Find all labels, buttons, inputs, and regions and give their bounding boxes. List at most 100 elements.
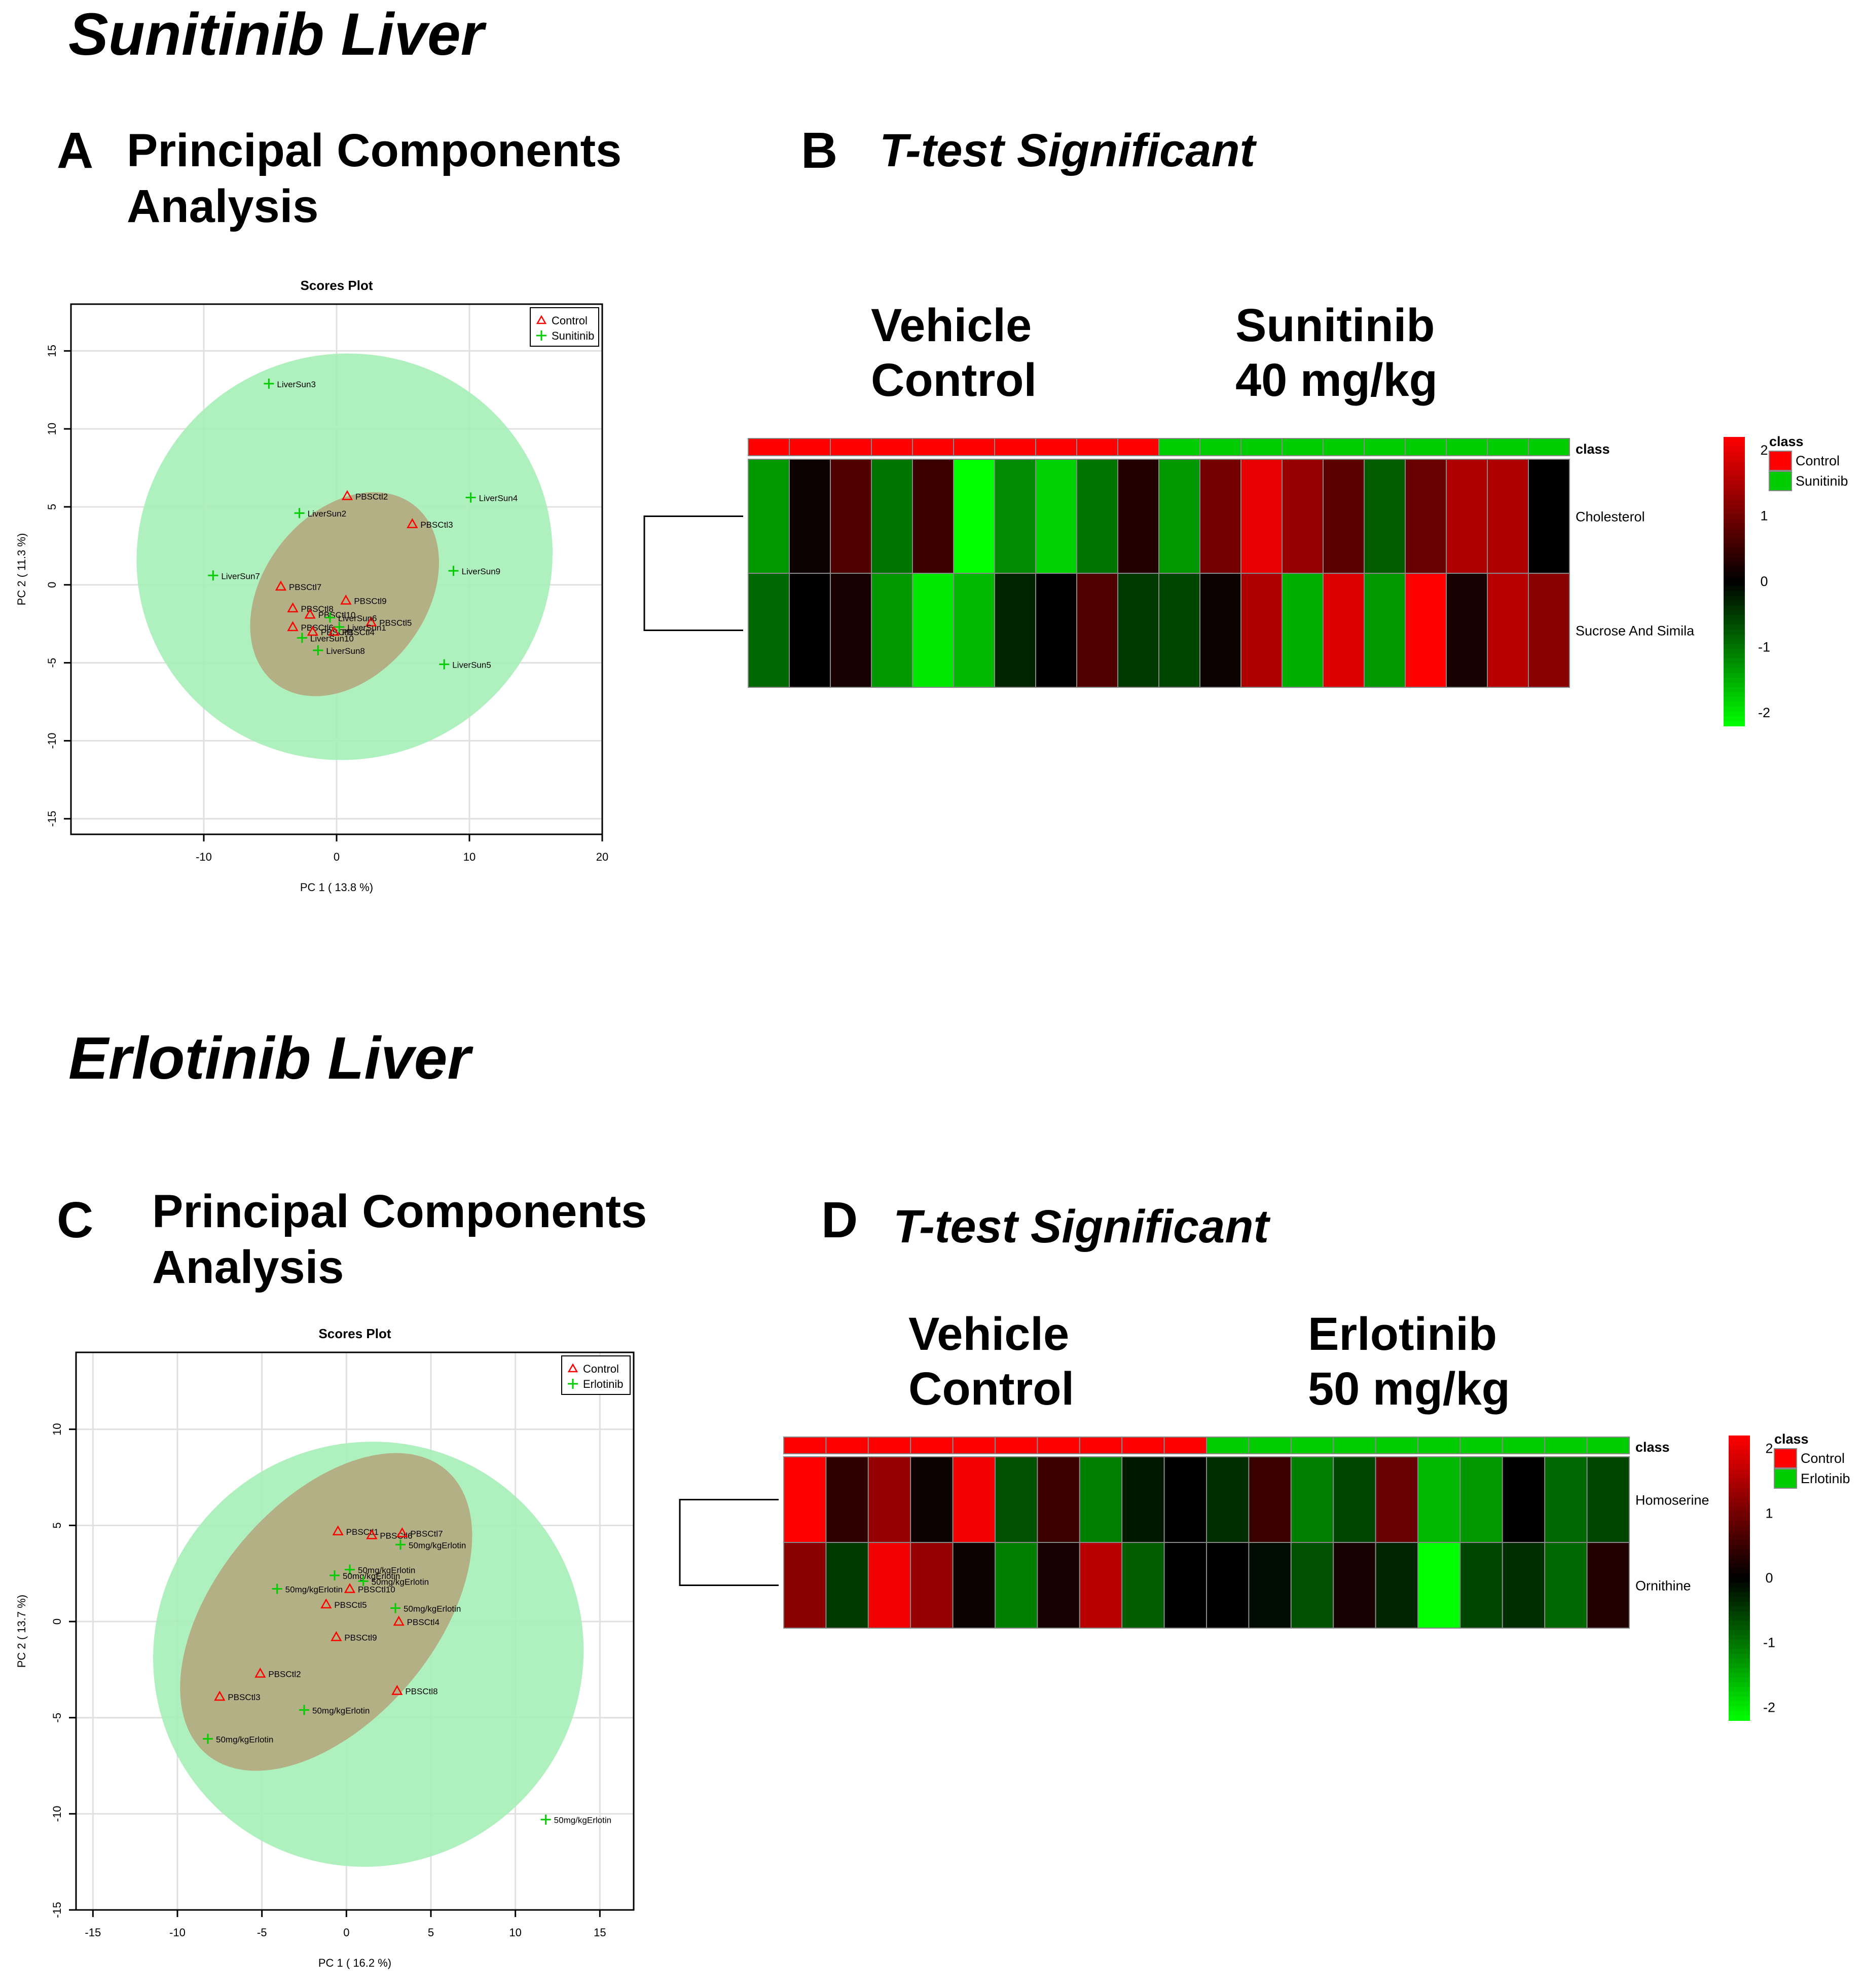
heatmap-b-group-drug: Sunitinib 40 mg/kg: [1235, 298, 1438, 408]
heatmap-cell: [871, 459, 913, 574]
colorbar-segment: [1729, 1706, 1750, 1712]
colorbar-tick-label: 2: [1765, 1441, 1773, 1456]
score-point-label: LiverSun1: [347, 623, 386, 633]
class-bar-cell: [825, 1437, 869, 1454]
score-point-label: PBSCtl5: [379, 618, 412, 628]
heatmap-cell: [871, 573, 913, 688]
heatmap-cell: [783, 1542, 827, 1629]
heatmap-cell: [1240, 573, 1283, 688]
colorbar-segment: [1724, 504, 1745, 510]
colorbar-segment: [1724, 716, 1745, 722]
class-bar-cell: [1079, 1437, 1123, 1454]
panel-letter-b: B: [801, 122, 838, 179]
y-tick-label: 10: [51, 1423, 63, 1435]
colorbar-segment: [1724, 620, 1745, 625]
y-tick-label: -15: [51, 1902, 63, 1918]
heatmap-cell: [1163, 1456, 1207, 1543]
colorbar-segment: [1724, 538, 1745, 543]
score-point-label: 50mg/kgErlotin: [358, 1566, 415, 1575]
heatmap-cell: [1117, 573, 1159, 688]
colorbar-segment: [1729, 1697, 1750, 1702]
class-bar-cell: [1528, 438, 1570, 456]
colorbar-tick-label: -2: [1763, 1700, 1775, 1715]
score-point-label: PBSCtl8: [405, 1687, 437, 1697]
heatmap-d-group-drug-line1: Erlotinib: [1308, 1308, 1497, 1360]
panel-a-title-line1: Principal Components: [127, 125, 622, 176]
colorbar-segment: [1729, 1673, 1750, 1678]
legend-marker-control: [567, 1363, 578, 1373]
score-point-label: 50mg/kgErlotin: [343, 1571, 400, 1581]
colorbar-segment: [1724, 601, 1745, 606]
colorbar-segment: [1729, 1663, 1750, 1669]
legend-label: Sunitinib: [552, 329, 594, 342]
panel-letter-c: C: [57, 1192, 94, 1248]
score-point-label: PBSCtl9: [344, 1633, 377, 1642]
pca-scores-plot-sunitinib: Scores PlotPBSCtl2PBSCtl3PBSCtl7PBSCtl9P…: [15, 278, 608, 894]
class-bar-cell: [1586, 1437, 1630, 1454]
heatmap-cell: [994, 573, 1036, 688]
x-axis-label: PC 1 ( 13.8 %): [300, 881, 373, 894]
colorbar-segment: [1729, 1649, 1750, 1654]
colorbar-segment: [1724, 644, 1745, 649]
heatmap-cell: [830, 459, 872, 574]
x-tick-label: 0: [334, 851, 340, 863]
heatmap-row-label: Ornithine: [1635, 1578, 1691, 1594]
score-point-label: LiverSun7: [221, 571, 260, 581]
colorbar-tick-label: 0: [1765, 1570, 1773, 1586]
class-bar-label: class: [1635, 1440, 1670, 1455]
x-tick-label: -10: [196, 851, 212, 863]
score-point-LiverSun3: [264, 378, 274, 389]
class-legend-title: class: [1774, 1431, 1809, 1447]
heatmap-cell: [912, 573, 954, 688]
colorbar-segment: [1729, 1606, 1750, 1612]
heatmap-b-group-drug-line1: Sunitinib: [1235, 300, 1435, 351]
heatmap-cell: [1364, 573, 1406, 688]
class-bar-cell: [1199, 438, 1241, 456]
score-point-PBSCtl2: [341, 490, 353, 500]
score-point-PBSCtl5: [365, 616, 377, 627]
colorbar-segment: [1724, 673, 1745, 678]
heatmap-cell: [867, 1542, 911, 1629]
colorbar-segment: [1724, 702, 1745, 707]
y-tick-label: 15: [46, 345, 58, 357]
class-bar-cell: [1035, 438, 1077, 456]
colorbar-segment: [1724, 470, 1745, 476]
legend-label: Control: [552, 314, 588, 327]
colorbar-segment: [1724, 547, 1745, 553]
heatmap-cell: [1375, 1542, 1418, 1629]
colorbar-segment: [1729, 1578, 1750, 1584]
colorbar-segment: [1724, 697, 1745, 703]
class-legend-label: Sunitinib: [1796, 473, 1848, 489]
heatmap-cell: [1446, 459, 1488, 574]
score-point-PBSCtl9: [331, 1631, 342, 1641]
score-point-LiverSun9: [448, 566, 459, 576]
colorbar-segment: [1724, 499, 1745, 505]
colorbar-segment: [1724, 639, 1745, 645]
score-point-label: 50mg/kgErlotin: [285, 1585, 343, 1595]
heatmap-cell: [1121, 1542, 1165, 1629]
colorbar-segment: [1729, 1701, 1750, 1707]
heatmap-cell: [910, 1542, 954, 1629]
score-point-50mg/kgErlotin: [330, 1570, 340, 1580]
score-point-PBSCtl10: [344, 1583, 356, 1593]
heatmap-cell: [1290, 1542, 1334, 1629]
row-dendrogram: [643, 516, 743, 631]
colorbar-segment: [1729, 1497, 1750, 1503]
heatmap-cell: [1206, 1456, 1250, 1543]
colorbar-segment: [1729, 1559, 1750, 1564]
heatmap-d-group-vehicle-line1: Vehicle: [908, 1308, 1070, 1360]
x-tick-label: 0: [343, 1926, 349, 1939]
colorbar-segment: [1729, 1668, 1750, 1674]
panel-a-title-line2: Analysis: [127, 180, 319, 232]
y-tick-label: 10: [46, 423, 58, 435]
colorbar-segment: [1729, 1478, 1750, 1484]
panel-d-title: T-test Significant: [893, 1201, 1269, 1253]
x-axis-label: PC 1 ( 16.2 %): [318, 1957, 391, 1969]
colorbar-segment: [1729, 1639, 1750, 1645]
class-bar-cell: [1375, 1437, 1418, 1454]
colorbar-segment: [1724, 456, 1745, 462]
score-point-50mg/kgErlotin: [272, 1584, 282, 1594]
class-bar-cell: [1206, 1437, 1250, 1454]
class-bar-cell: [1290, 1437, 1334, 1454]
heatmap-cell: [783, 1456, 827, 1543]
